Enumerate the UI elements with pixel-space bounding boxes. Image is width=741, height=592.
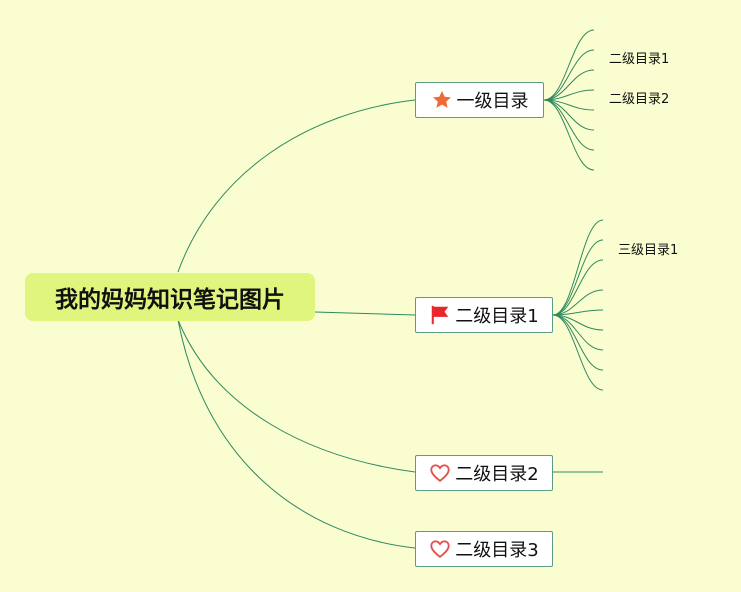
- subtopic-branch-line-7: [543, 99, 595, 151]
- topic-label: 二级目录2: [455, 464, 539, 485]
- root-to-topic-1-line: [177, 99, 416, 273]
- central-topic-label: 我的妈妈知识笔记图片: [55, 287, 285, 313]
- subtopic-label[interactable]: 二级目录1: [609, 52, 670, 67]
- subtopic-branch-line-4: [543, 89, 595, 101]
- flag-icon: [429, 304, 451, 326]
- topic-level2-3[interactable]: 二级目录3: [415, 531, 553, 567]
- topic-label: 二级目录3: [455, 540, 539, 561]
- subtopic-branch-line-15: [552, 314, 604, 351]
- heart-icon: [429, 462, 451, 484]
- topic-level1[interactable]: 一级目录: [415, 82, 544, 118]
- subtopic-branch-line-3: [543, 69, 595, 101]
- root-to-topic-3-line: [177, 319, 416, 473]
- topic-label: 一级目录: [456, 91, 529, 112]
- subtopic-branch-line-10: [552, 239, 604, 316]
- subtopic-label[interactable]: 二级目录2: [609, 92, 670, 107]
- star-icon: [431, 89, 453, 111]
- root-to-topic-2-line: [314, 311, 416, 316]
- topic-level2-1[interactable]: 二级目录1: [415, 297, 553, 333]
- topic-level2-2[interactable]: 二级目录2: [415, 455, 553, 491]
- subtopic-branch-line-8: [543, 99, 595, 171]
- subtopic-branch-line-17: [552, 314, 604, 391]
- subtopic-branch-line-2: [543, 49, 595, 101]
- subtopic-branch-line-1: [543, 29, 595, 101]
- subtopic-branch-line-9: [552, 219, 604, 316]
- subtopic-branch-line-11: [552, 259, 604, 316]
- central-topic[interactable]: 我的妈妈知识笔记图片: [25, 273, 315, 321]
- topic-label: 二级目录1: [455, 306, 539, 327]
- subtopic-label[interactable]: 三级目录1: [618, 243, 679, 258]
- subtopic-branch-line-12: [552, 289, 604, 316]
- heart-icon: [429, 538, 451, 560]
- root-to-topic-4-line: [177, 319, 416, 549]
- subtopic-branch-line-16: [552, 314, 604, 371]
